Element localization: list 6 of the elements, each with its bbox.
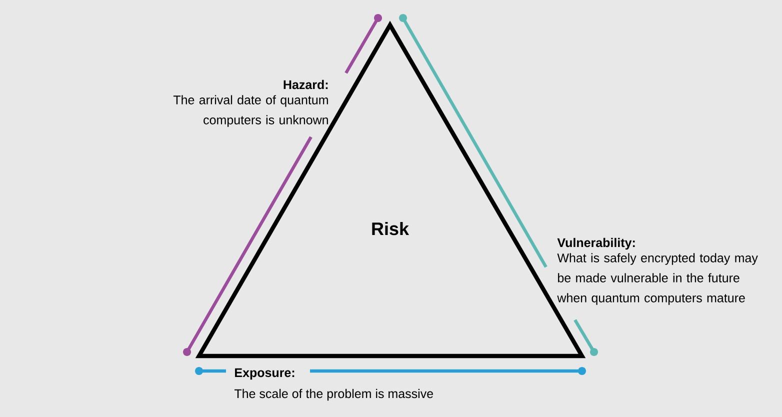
- side-label-text: What is safely encrypted today may be made vulnerable in the future when quantum computers mature: [557, 253, 758, 305]
- side-label-text: The arrival date of quantum computers is unknown: [173, 95, 328, 127]
- side-label-heading: Vulnerability:: [557, 238, 635, 250]
- side-label-heading: Hazard:: [284, 80, 328, 90]
- side-label-text: The scale of the problem is massive: [234, 388, 433, 401]
- side-label-heading: Exposure:: [235, 368, 294, 380]
